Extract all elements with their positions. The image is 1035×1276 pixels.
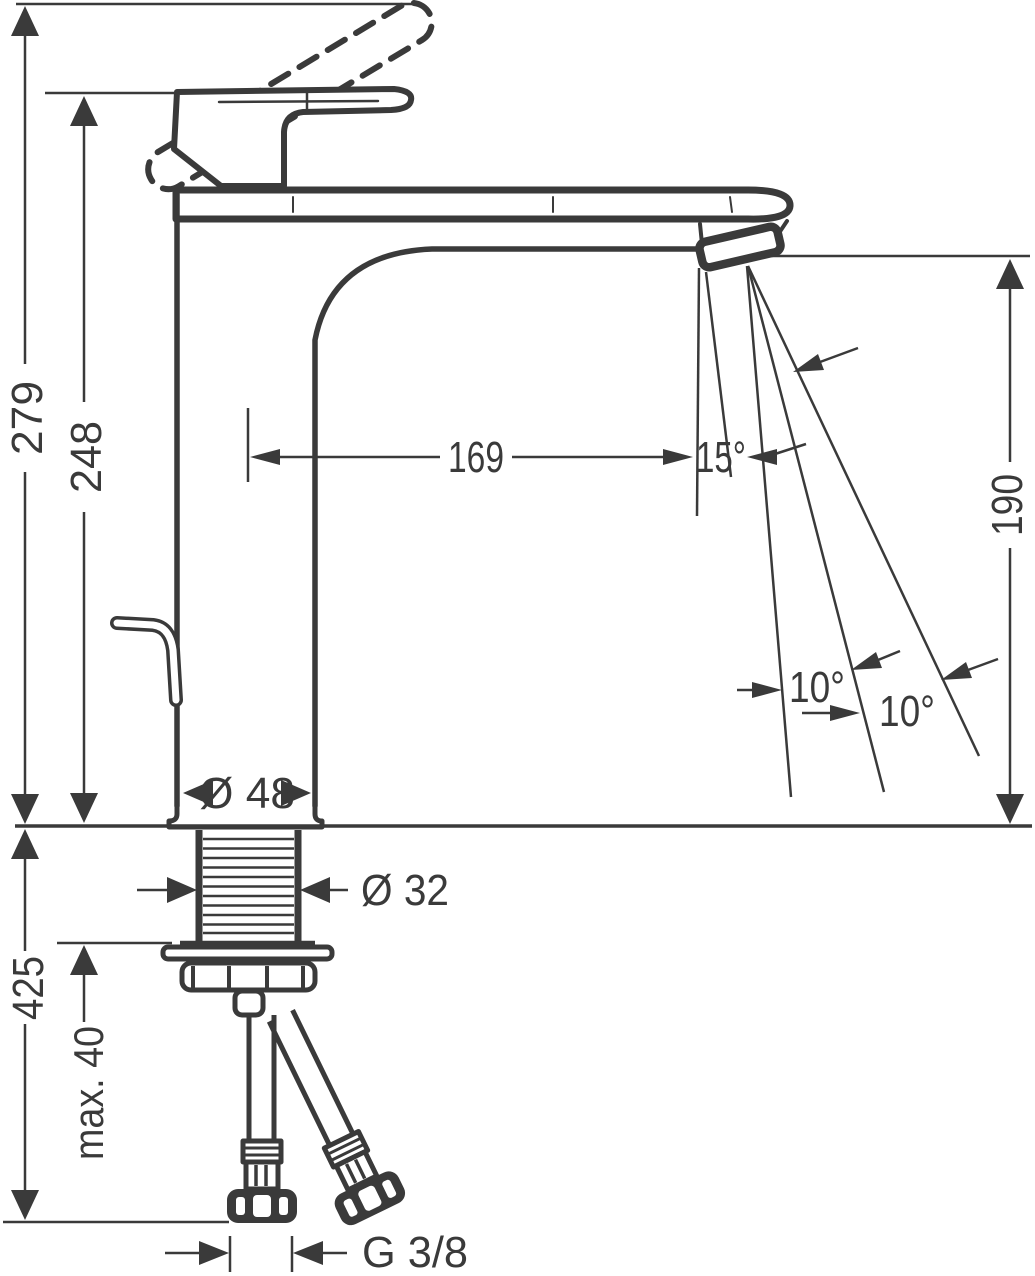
label-handle-height: 248 xyxy=(62,421,111,493)
dim-spout-reach xyxy=(250,449,693,465)
mounting-flange-and-nut xyxy=(160,940,335,1018)
dim-hose-drop xyxy=(11,829,39,1220)
label-spout-tilt: 15° xyxy=(696,433,746,482)
dimension-graphics xyxy=(11,6,1024,1265)
handle-lever xyxy=(171,86,415,189)
spout-body xyxy=(172,186,794,223)
dim-thread xyxy=(165,1241,347,1265)
label-body-diameter: Ø 48 xyxy=(199,769,295,818)
dim-handle-height xyxy=(70,96,98,823)
aerator xyxy=(695,222,785,272)
hose-nipple xyxy=(232,988,266,1018)
label-spout-reach: 169 xyxy=(448,433,504,482)
stream-line-2 xyxy=(746,265,886,793)
label-swivel-right: 10° xyxy=(879,687,935,736)
dim-swivel-right xyxy=(802,657,999,721)
mounting-nut xyxy=(179,960,318,993)
dim-spout-tilt xyxy=(747,346,859,465)
handle-raised-dashed-outline xyxy=(145,0,435,193)
reference-lines xyxy=(3,2,1032,1272)
label-shank-diameter: Ø 32 xyxy=(361,866,449,915)
drain-pull-rod xyxy=(110,616,183,707)
label-swivel-left: 10° xyxy=(789,663,845,712)
supply-hose-diagonal xyxy=(266,1009,406,1226)
mounting-shank xyxy=(195,830,302,941)
label-hose-drop: 425 xyxy=(4,956,53,1020)
dim-shank-diameter xyxy=(137,877,348,903)
faucet-outline xyxy=(166,86,794,830)
dim-outlet-height xyxy=(996,259,1024,824)
stream-line-3 xyxy=(746,265,981,757)
stream-line-1 xyxy=(745,265,793,798)
label-max-deck-thickness: max. 40 xyxy=(65,1026,112,1160)
label-thread: G 3/8 xyxy=(362,1228,468,1276)
dim-swivel-left xyxy=(737,649,901,698)
dim-total-height xyxy=(11,6,39,824)
label-outlet-height: 190 xyxy=(983,474,1032,536)
stream-vertical-reference xyxy=(695,267,701,517)
label-total-height: 279 xyxy=(3,381,52,455)
dim-body-diameter xyxy=(183,780,311,806)
supply-hose-vertical xyxy=(227,1015,297,1223)
shank-thread-hatch xyxy=(203,837,294,935)
dim-max-deck-thickness xyxy=(70,945,98,1022)
water-stream-lines xyxy=(695,265,981,798)
stream-15deg-flank xyxy=(704,271,733,478)
spout-underside xyxy=(312,246,703,809)
